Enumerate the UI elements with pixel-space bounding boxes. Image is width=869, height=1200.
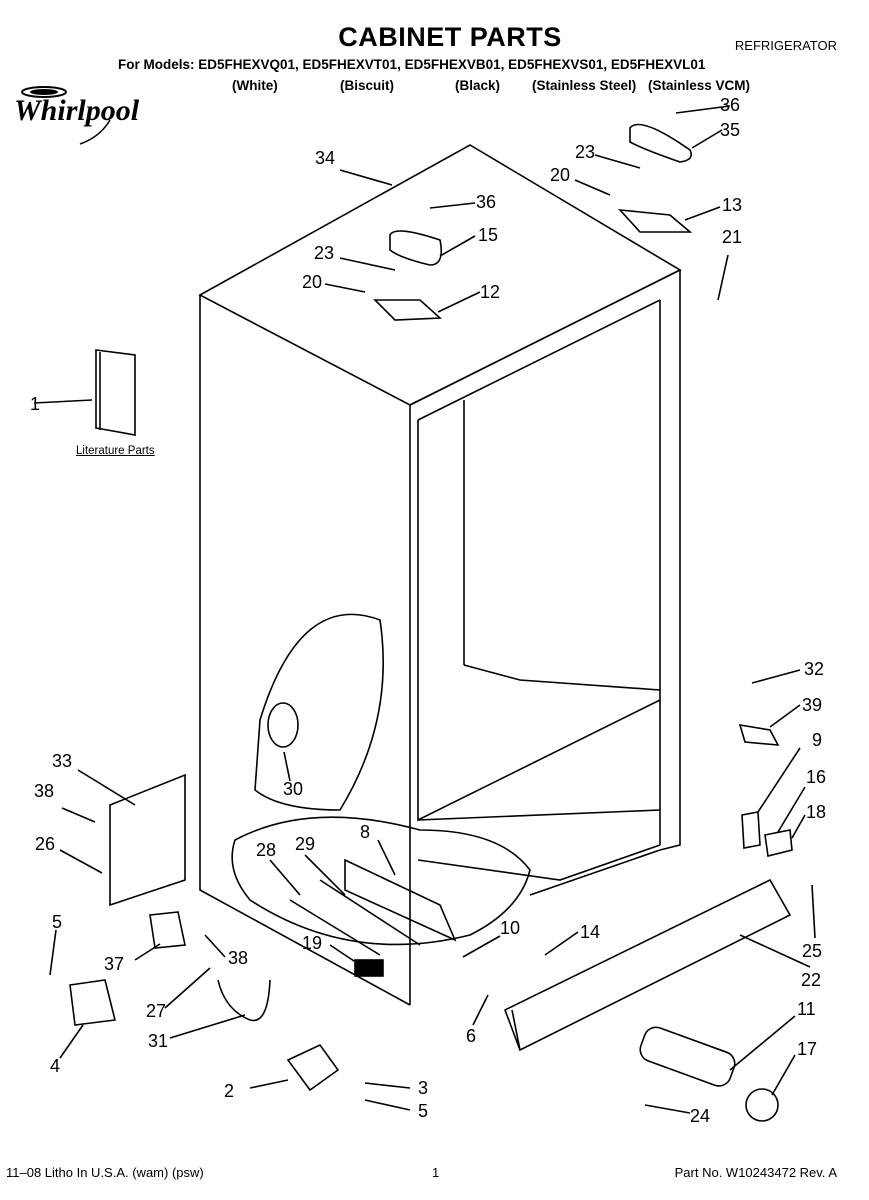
callout-6: 6 [466,1026,476,1046]
water-line [217,979,271,1022]
models-line: For Models: ED5FHEXVQ01, ED5FHEXVT01, ED… [118,57,706,72]
callout-2: 2 [224,1081,234,1101]
water-valve [286,1043,340,1092]
variant-black: (Black) [455,78,501,93]
callout-12: 12 [480,282,500,302]
callout-38b: 38 [228,948,248,968]
callout-36b: 36 [720,95,740,115]
callout-23b: 23 [575,142,595,162]
callout-27: 27 [146,1001,166,1021]
callout-34: 34 [315,148,335,168]
footer-page-number: 1 [432,1165,440,1180]
cabinet-top [198,144,682,406]
page-title: CABINET PARTS [338,22,562,52]
toe-grille [503,878,792,1052]
variant-stainless-vcm: (Stainless VCM) [648,78,751,93]
callout-13: 13 [722,195,742,215]
callout-30: 30 [283,779,303,799]
callout-14: 14 [580,922,600,942]
literature-booklet [95,349,136,436]
callout-32: 32 [804,659,824,679]
hinge-cover-left [389,230,443,266]
callout-9: 9 [812,730,822,750]
callout-5b: 5 [418,1101,428,1121]
callout-25: 25 [802,941,822,961]
product-category: REFRIGERATOR [734,38,837,53]
footer-print-info: 11–08 Litho In U.S.A. (wam) (psw) [6,1165,204,1180]
whirlpool-logo: Whirlpool [14,86,140,145]
callout-39: 39 [802,695,822,715]
callout-24: 24 [690,1106,710,1126]
variant-stainless-steel: (Stainless Steel) [532,78,637,93]
svg-text:Whirlpool: Whirlpool [14,94,140,127]
hinge-cover-right [629,123,693,163]
variant-white: (White) [232,78,278,93]
callout-21: 21 [722,227,742,247]
callout-10: 10 [500,918,520,938]
callout-4: 4 [50,1056,60,1076]
callout-38a: 38 [34,781,54,801]
callout-23a: 23 [314,243,334,263]
callout-19: 19 [302,933,322,953]
cutaway-bottom [231,816,531,946]
callout-26: 26 [35,834,55,854]
cabinet-left-side [199,295,411,1006]
callout-20b: 20 [550,165,570,185]
callout-20a: 20 [302,272,322,292]
callout-31: 31 [148,1031,168,1051]
callout-18: 18 [806,802,826,822]
callout-11: 11 [797,999,816,1019]
callout-36a: 36 [476,192,496,212]
callout-8: 8 [360,822,370,842]
top-hinge-right [618,208,693,233]
callout-5a: 5 [52,912,62,932]
callout-28: 28 [256,840,276,860]
variant-biscuit: (Biscuit) [340,78,394,93]
top-hinge-left [373,299,442,321]
callout-33: 33 [52,751,72,771]
callout-29: 29 [295,834,315,854]
callout-22: 22 [801,970,821,990]
literature-parts-label: Literature Parts [76,445,155,457]
callout-17: 17 [797,1039,817,1059]
callout-16: 16 [806,767,826,787]
drain-heater [344,858,457,942]
callout-3: 3 [418,1078,428,1098]
back-panel [109,773,186,907]
callout-35: 35 [720,120,740,140]
footer-part-number: Part No. W10243472 Rev. A [674,1165,837,1180]
callout-1: 1 [30,394,40,414]
callout-15: 15 [478,225,498,245]
callout-37: 37 [104,954,124,974]
cutaway-left [254,613,384,811]
